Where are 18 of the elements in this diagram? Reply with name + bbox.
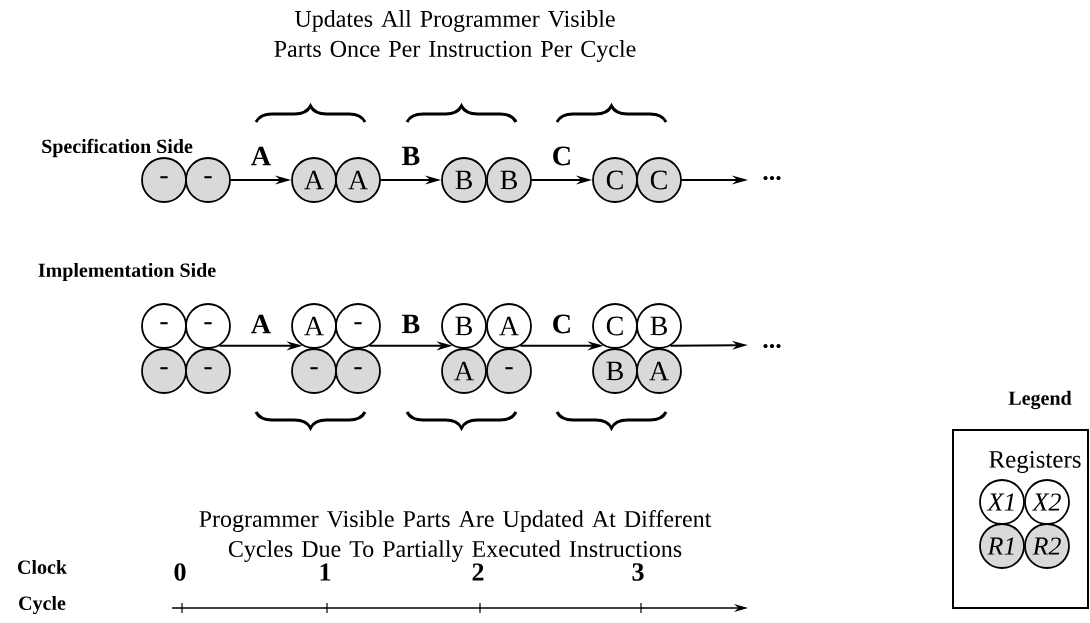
edge-label: B — [402, 146, 420, 166]
caption-text: Programmer Visible Parts Are Updated At Different Cycles Due To Partially Executed Instructions — [199, 509, 712, 563]
axis-label: Clock Cycle — [18, 559, 67, 615]
ellipsis: ... — [763, 343, 781, 349]
tick-label: 2 — [472, 563, 484, 581]
edge-label: C — [553, 146, 570, 166]
heading-text: Updates All Programmer Visible Parts Once Per Instruction Per Cycle — [274, 10, 636, 62]
edge-label: B — [402, 314, 420, 334]
node-label: Legend — [1008, 390, 1072, 410]
tick-label: 0 — [174, 563, 186, 581]
edge-label: C — [553, 314, 570, 334]
tick-label: 3 — [632, 563, 644, 581]
edge-label: A — [251, 146, 271, 166]
edge-label: A — [251, 314, 271, 334]
ellipsis: ... — [763, 175, 781, 181]
row-label: Specification Side — [42, 138, 193, 158]
row-label: Implementation Side — [38, 262, 216, 282]
tick-label: 1 — [320, 563, 331, 581]
